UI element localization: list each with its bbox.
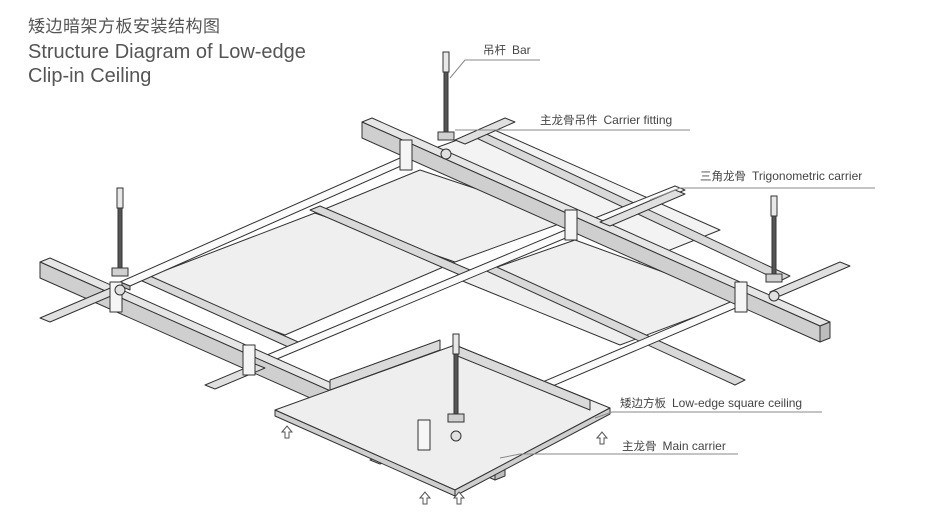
install-arrow-icon	[452, 491, 466, 505]
diagram-title-chinese: 矮边暗架方板安装结构图	[28, 17, 221, 37]
install-arrow-icon	[280, 425, 294, 439]
leader-line-main-carrier	[499, 453, 738, 459]
low-edge-square-ceiling	[274, 339, 611, 497]
leader-line-square-ceiling	[594, 411, 822, 419]
install-arrow-icon	[595, 431, 609, 445]
leader-line-bar	[449, 59, 540, 79]
hanger-rod	[111, 187, 129, 296]
diagram-title-english: Structure Diagram of Low-edge Clip-in Ce…	[28, 41, 306, 87]
main-carrier	[361, 117, 831, 343]
ceiling-panel	[459, 239, 741, 346]
hanger-rod	[437, 51, 455, 160]
install-arrow-icon	[418, 491, 432, 505]
leader-line-trigonometric-carrier	[649, 187, 875, 201]
hanger-rod	[765, 195, 783, 302]
hanger-rod	[447, 333, 465, 442]
